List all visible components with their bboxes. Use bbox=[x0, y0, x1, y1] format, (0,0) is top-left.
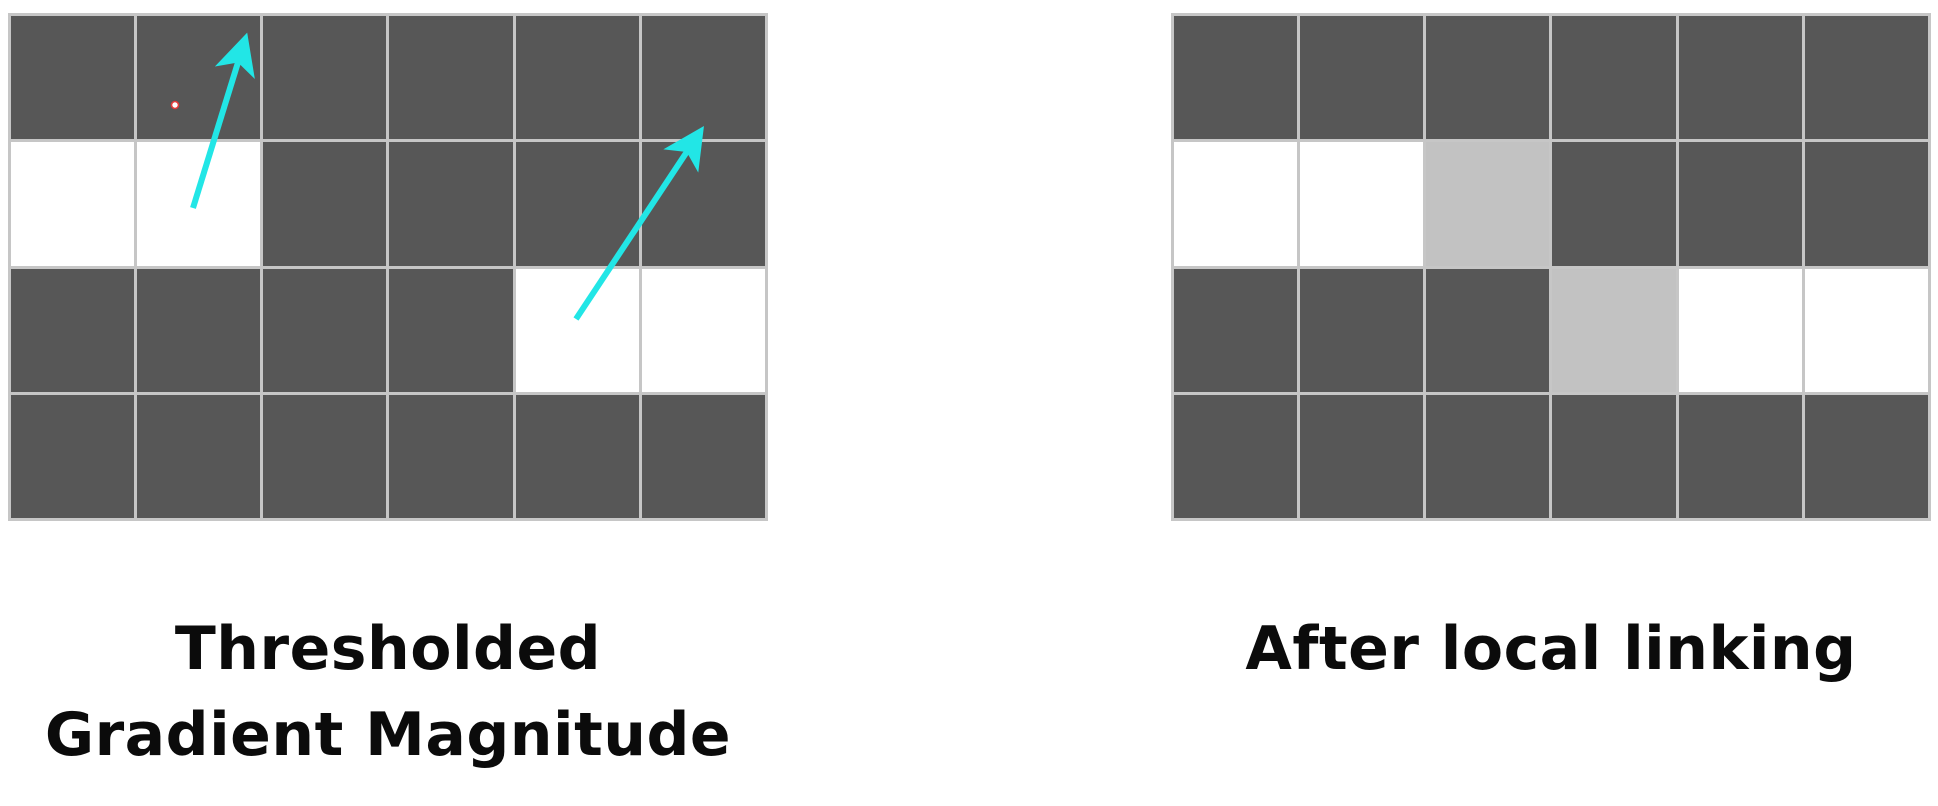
grid-cell-dark bbox=[389, 268, 513, 392]
grid-cell-dark bbox=[641, 394, 765, 518]
linking-caption: After local linking bbox=[1171, 606, 1931, 692]
grid-cell-dark bbox=[515, 142, 639, 266]
grid-cell-dark bbox=[1426, 16, 1550, 140]
caption-line: Gradient Magnitude bbox=[44, 700, 732, 770]
caption-line: Thresholded bbox=[174, 614, 602, 684]
grid-cell-dark bbox=[389, 16, 513, 140]
grid-cell-dark bbox=[263, 268, 387, 392]
grid-cell-dark bbox=[1552, 394, 1676, 518]
grid-cell-dark bbox=[1426, 268, 1550, 392]
grid-cell-white bbox=[641, 268, 765, 392]
grid-cell-dark bbox=[1804, 394, 1928, 518]
grid-cell-dark bbox=[389, 394, 513, 518]
grid-cell-dark bbox=[263, 142, 387, 266]
grid-cell-dark bbox=[137, 394, 261, 518]
grid-cell-dark bbox=[1552, 142, 1676, 266]
grid-cell-dark bbox=[515, 16, 639, 140]
grid-cell-dark bbox=[641, 16, 765, 140]
grid-cell-white bbox=[11, 142, 135, 266]
grid-cell-dark bbox=[263, 16, 387, 140]
grid-cell-dark bbox=[1804, 16, 1928, 140]
grid-cell-dark bbox=[1804, 142, 1928, 266]
grid-cell-dark bbox=[11, 16, 135, 140]
grid-cell-dark bbox=[137, 268, 261, 392]
grid-cell-dark bbox=[137, 16, 261, 140]
grid-cell-dark bbox=[263, 394, 387, 518]
grid-cell-white bbox=[137, 142, 261, 266]
grid-cell-dark bbox=[1300, 268, 1424, 392]
grid-cell-dark bbox=[1300, 394, 1424, 518]
grid-cell-dark bbox=[11, 268, 135, 392]
thresholded-grid bbox=[8, 13, 768, 521]
grid-cell-dark bbox=[1174, 16, 1298, 140]
grid-cell-dark bbox=[1678, 394, 1802, 518]
grid-cell-dark bbox=[1426, 394, 1550, 518]
grid-cell-white bbox=[515, 268, 639, 392]
grid-cell-dark bbox=[1678, 142, 1802, 266]
grid-cell-gray bbox=[1552, 268, 1676, 392]
grid-cell-dark bbox=[1552, 16, 1676, 140]
grid-cell-white bbox=[1300, 142, 1424, 266]
linked-grid bbox=[1171, 13, 1931, 521]
grid-cell-dark bbox=[389, 142, 513, 266]
grid-cell-dark bbox=[1174, 394, 1298, 518]
grid-cell-white bbox=[1174, 142, 1298, 266]
grid-cell-dark bbox=[1174, 268, 1298, 392]
grid-cell-dark bbox=[1300, 16, 1424, 140]
grid-cell-dark bbox=[11, 394, 135, 518]
grid-cell-gray bbox=[1426, 142, 1550, 266]
grid-cell-dark bbox=[1678, 16, 1802, 140]
grid-cell-dark bbox=[515, 394, 639, 518]
thresholded-caption: Thresholded Gradient Magnitude bbox=[8, 606, 768, 778]
grid-cell-white bbox=[1804, 268, 1928, 392]
grid-cell-dark bbox=[641, 142, 765, 266]
caption-line: After local linking bbox=[1245, 614, 1857, 684]
grid-cell-white bbox=[1678, 268, 1802, 392]
